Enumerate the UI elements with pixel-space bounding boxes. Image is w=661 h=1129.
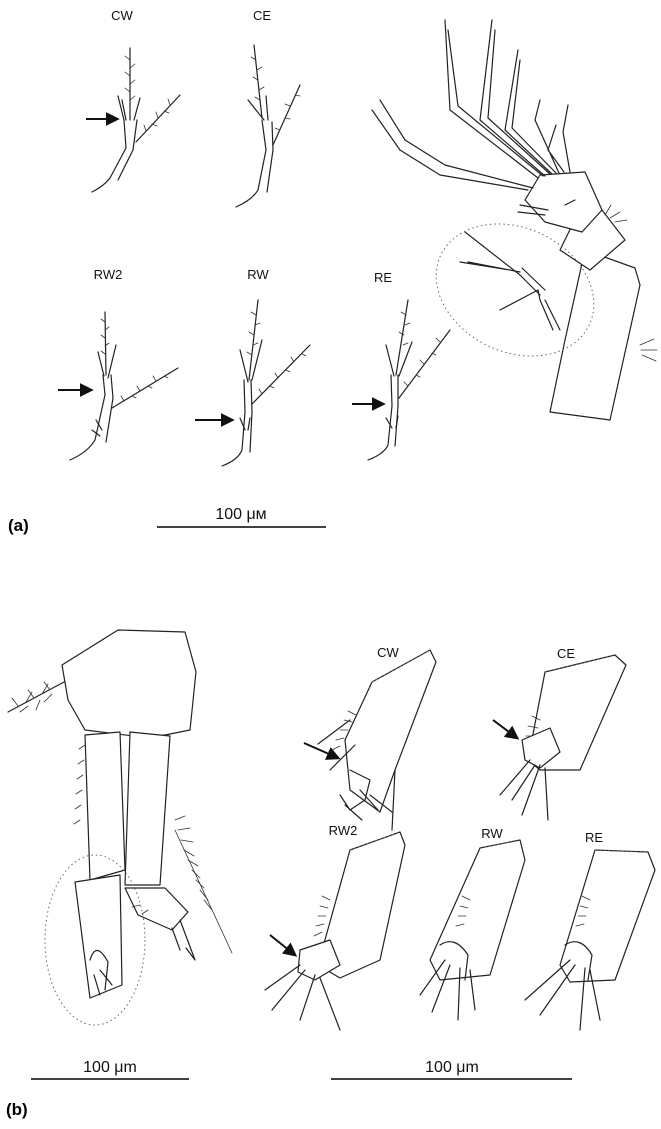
detail-re-a: RE [352, 270, 451, 461]
panel-label-a: (a) [8, 516, 29, 535]
detail-cw-a: CW [86, 8, 181, 193]
arrow-rw2-b [269, 934, 298, 957]
label-rw-a: RW [247, 267, 269, 282]
panel-a: CW CE [8, 8, 658, 535]
label-re-b: RE [585, 830, 603, 845]
arrow-ce-b [492, 719, 520, 740]
label-re-a: RE [374, 270, 392, 285]
arrow-cw-b [303, 742, 341, 760]
detail-ce-a: CE [235, 8, 301, 208]
label-rw2-b: RW2 [329, 823, 358, 838]
detail-rw-b: RW [419, 826, 526, 1021]
label-cw-b: CW [377, 645, 399, 660]
label-ce-a: CE [253, 8, 271, 23]
scale-label-a: 100 μм [215, 506, 266, 523]
label-cw-a: CW [111, 8, 133, 23]
panel-b: CW CE RW2 [6, 629, 656, 1119]
detail-rw2-b: RW2 [264, 823, 406, 1031]
label-rw2-a: RW2 [94, 267, 123, 282]
detail-cw-b: CW [303, 645, 437, 831]
detail-rw-a: RW [195, 267, 311, 467]
detail-rw2-a: RW2 [58, 267, 179, 461]
label-rw-b: RW [481, 826, 503, 841]
label-ce-b: CE [557, 646, 575, 661]
scale-label-b-right: 100 μm [425, 1059, 479, 1076]
leg-b [7, 629, 233, 1026]
scale-label-b-left: 100 μm [83, 1059, 137, 1076]
detail-ce-b: CE [492, 646, 627, 821]
detail-re-b: RE [524, 830, 656, 1031]
antenna-a [371, 19, 658, 421]
panel-label-b: (b) [6, 1100, 28, 1119]
